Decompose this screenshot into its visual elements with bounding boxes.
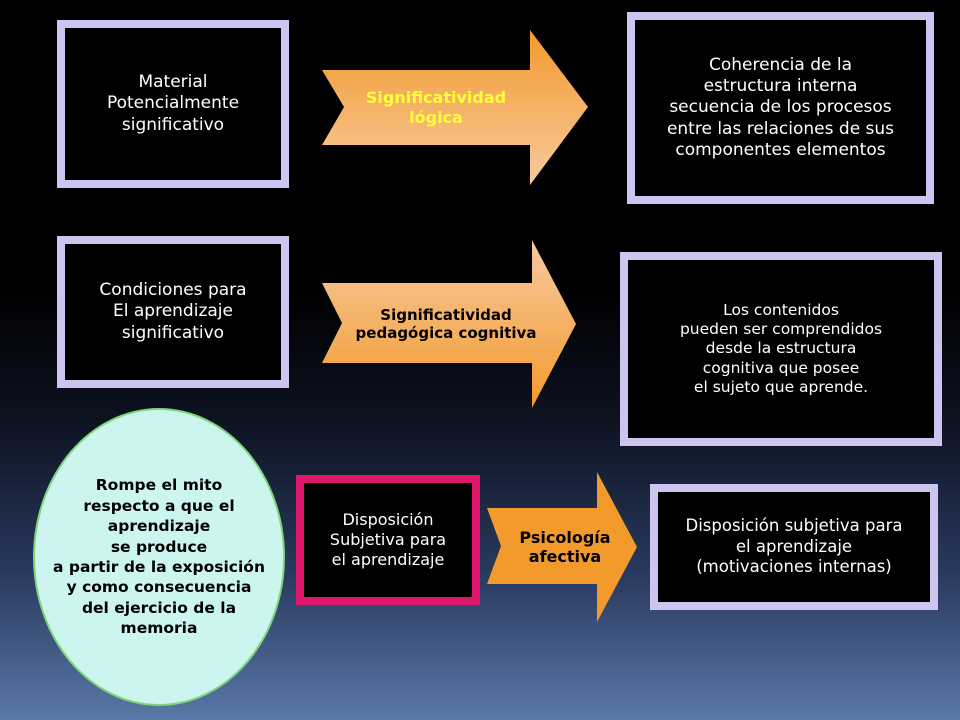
disposicion-subjetiva-box: Disposición subjetiva para el aprendizaj…: [650, 484, 938, 610]
logica-arrow: Significatividad lógica: [322, 30, 588, 185]
coherencia-text: Coherencia de la estructura interna secu…: [666, 54, 895, 160]
condiciones-text: Condiciones para El aprendizaje signific…: [99, 280, 247, 343]
condiciones-box: Condiciones para El aprendizaje signific…: [57, 236, 289, 388]
psicologia-arrow: Psicología afectiva: [487, 472, 637, 622]
material-box: Material Potencialmente significativo: [57, 20, 289, 188]
coherencia-box: Coherencia de la estructura interna secu…: [627, 12, 934, 204]
material-text: Material Potencialmente significativo: [106, 72, 240, 135]
pedagogica-label: Significatividad pedagógica cognitiva: [355, 306, 537, 342]
disposicion-box: Disposición Subjetiva para el aprendizaj…: [296, 475, 480, 605]
contenidos-text: Los contenidos pueden ser comprendidos d…: [679, 300, 883, 397]
mito-ellipse: Rompe el mito respecto a que el aprendiz…: [33, 408, 285, 706]
disposicion-subjetiva-text: Disposición subjetiva para el aprendizaj…: [685, 516, 903, 577]
psicologia-arrow-shape: [487, 472, 637, 622]
contenidos-box: Los contenidos pueden ser comprendidos d…: [620, 252, 942, 446]
pedagogica-arrow: Significatividad pedagógica cognitiva: [322, 240, 576, 408]
disposicion-text: Disposición Subjetiva para el aprendizaj…: [329, 510, 447, 569]
pedagogica-arrow-shape: [322, 240, 576, 408]
psicologia-label: Psicología afectiva: [519, 527, 611, 566]
logica-label: Significatividad lógica: [365, 88, 507, 127]
mito-text: Rompe el mito respecto a que el aprendiz…: [53, 476, 265, 638]
logica-arrow-shape: [322, 30, 588, 185]
